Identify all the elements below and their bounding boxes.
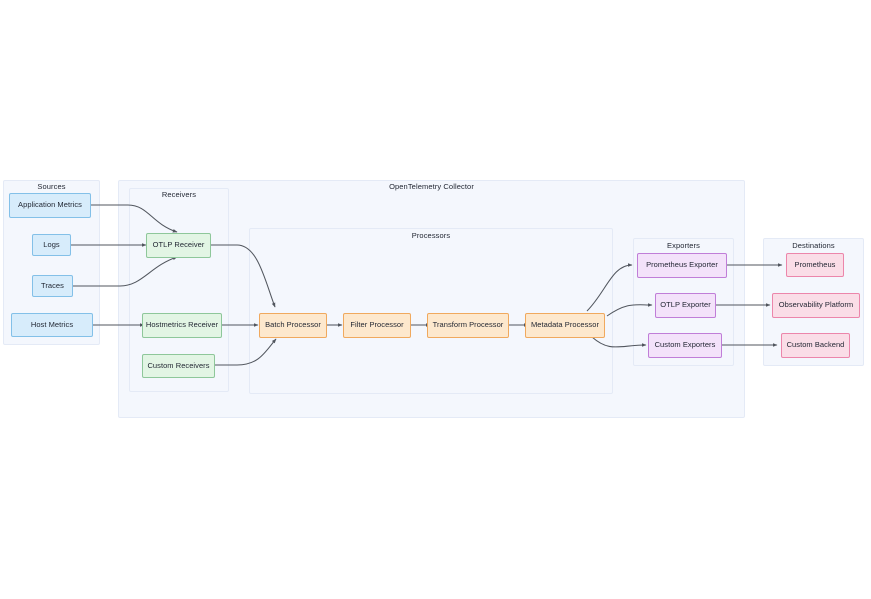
group-label-processors: Processors: [411, 231, 451, 240]
node-otlp-exporter[interactable]: OTLP Exporter: [655, 293, 716, 318]
node-otlp-receiver[interactable]: OTLP Receiver: [146, 233, 211, 258]
group-label-destinations: Destinations: [792, 241, 835, 250]
group-label-exporters: Exporters: [667, 241, 700, 250]
node-traces[interactable]: Traces: [32, 275, 73, 297]
node-prometheus-exporter[interactable]: Prometheus Exporter: [637, 253, 727, 278]
group-label-sources: Sources: [37, 182, 66, 191]
node-custom-exporters[interactable]: Custom Exporters: [648, 333, 722, 358]
node-custom-backend[interactable]: Custom Backend: [781, 333, 850, 358]
node-observability-platform[interactable]: Observability Platform: [772, 293, 860, 318]
node-batch-processor[interactable]: Batch Processor: [259, 313, 327, 338]
node-hostmetrics-receiver[interactable]: Hostmetrics Receiver: [142, 313, 222, 338]
node-application-metrics[interactable]: Application Metrics: [9, 193, 91, 218]
node-transform-processor[interactable]: Transform Processor: [427, 313, 509, 338]
node-host-metrics[interactable]: Host Metrics: [11, 313, 93, 337]
group-label-receivers: Receivers: [161, 190, 197, 199]
node-prometheus[interactable]: Prometheus: [786, 253, 844, 277]
node-custom-receivers[interactable]: Custom Receivers: [142, 354, 215, 378]
node-metadata-processor[interactable]: Metadata Processor: [525, 313, 605, 338]
node-filter-processor[interactable]: Filter Processor: [343, 313, 411, 338]
node-logs[interactable]: Logs: [32, 234, 71, 256]
group-label-collector: OpenTelemetry Collector: [389, 182, 474, 191]
group-processors: [249, 228, 613, 394]
